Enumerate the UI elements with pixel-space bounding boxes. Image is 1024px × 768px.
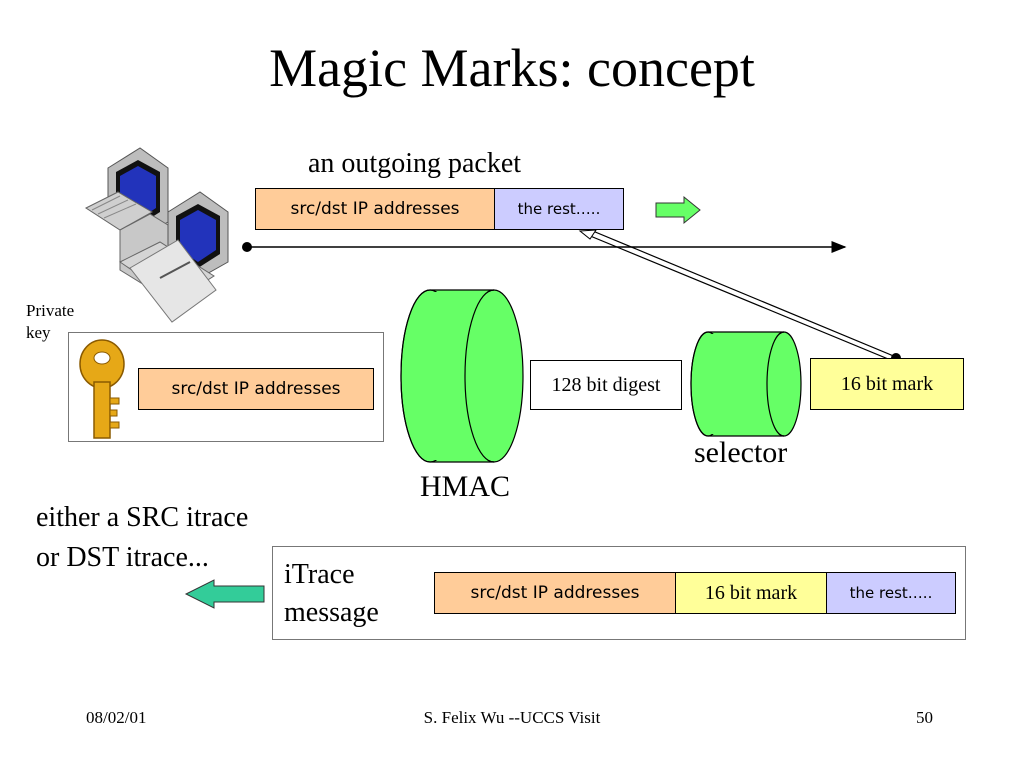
itrace-label: iTrace message — [284, 556, 379, 632]
outgoing-arrow-icon — [655, 195, 701, 225]
itrace-label-line1: iTrace — [284, 559, 355, 590]
itrace-note: either a SRC itrace or DST itrace... — [36, 498, 248, 578]
footer-author: S. Felix Wu --UCCS Visit — [423, 708, 601, 727]
footer-date: 08/02/01 — [86, 708, 147, 727]
itrace-note-line1: either a SRC itrace — [36, 502, 249, 533]
itrace-addr-field: src/dst IP addresses — [434, 572, 676, 614]
itrace-arrow-icon — [184, 579, 265, 609]
key-addr-field: src/dst IP addresses — [138, 368, 374, 410]
computer-icon — [84, 147, 229, 323]
itrace-label-line2: message — [284, 597, 379, 628]
footer-page-number: 50 — [916, 708, 933, 727]
mark-box: 16 bit mark — [810, 358, 964, 410]
outgoing-packet-caption: an outgoing packet — [308, 148, 522, 179]
outgoing-addr-field: src/dst IP addresses — [255, 188, 495, 230]
selector-label: selector — [694, 436, 788, 469]
itrace-note-line2: or DST itrace... — [36, 542, 209, 573]
private-key-label-line2: key — [26, 323, 51, 342]
digest-box: 128 bit digest — [530, 360, 682, 410]
hmac-label: HMAC — [420, 470, 511, 503]
hmac-cylinder — [400, 289, 524, 463]
outgoing-rest-field: the rest….. — [494, 188, 624, 230]
private-key-label-line1: Private — [26, 301, 75, 320]
page-title: Magic Marks: concept — [269, 38, 755, 98]
private-key-label: Private key — [26, 300, 74, 344]
itrace-rest-field: the rest….. — [826, 572, 956, 614]
selector-cylinder — [690, 331, 802, 437]
itrace-mark-field: 16 bit mark — [675, 572, 827, 614]
